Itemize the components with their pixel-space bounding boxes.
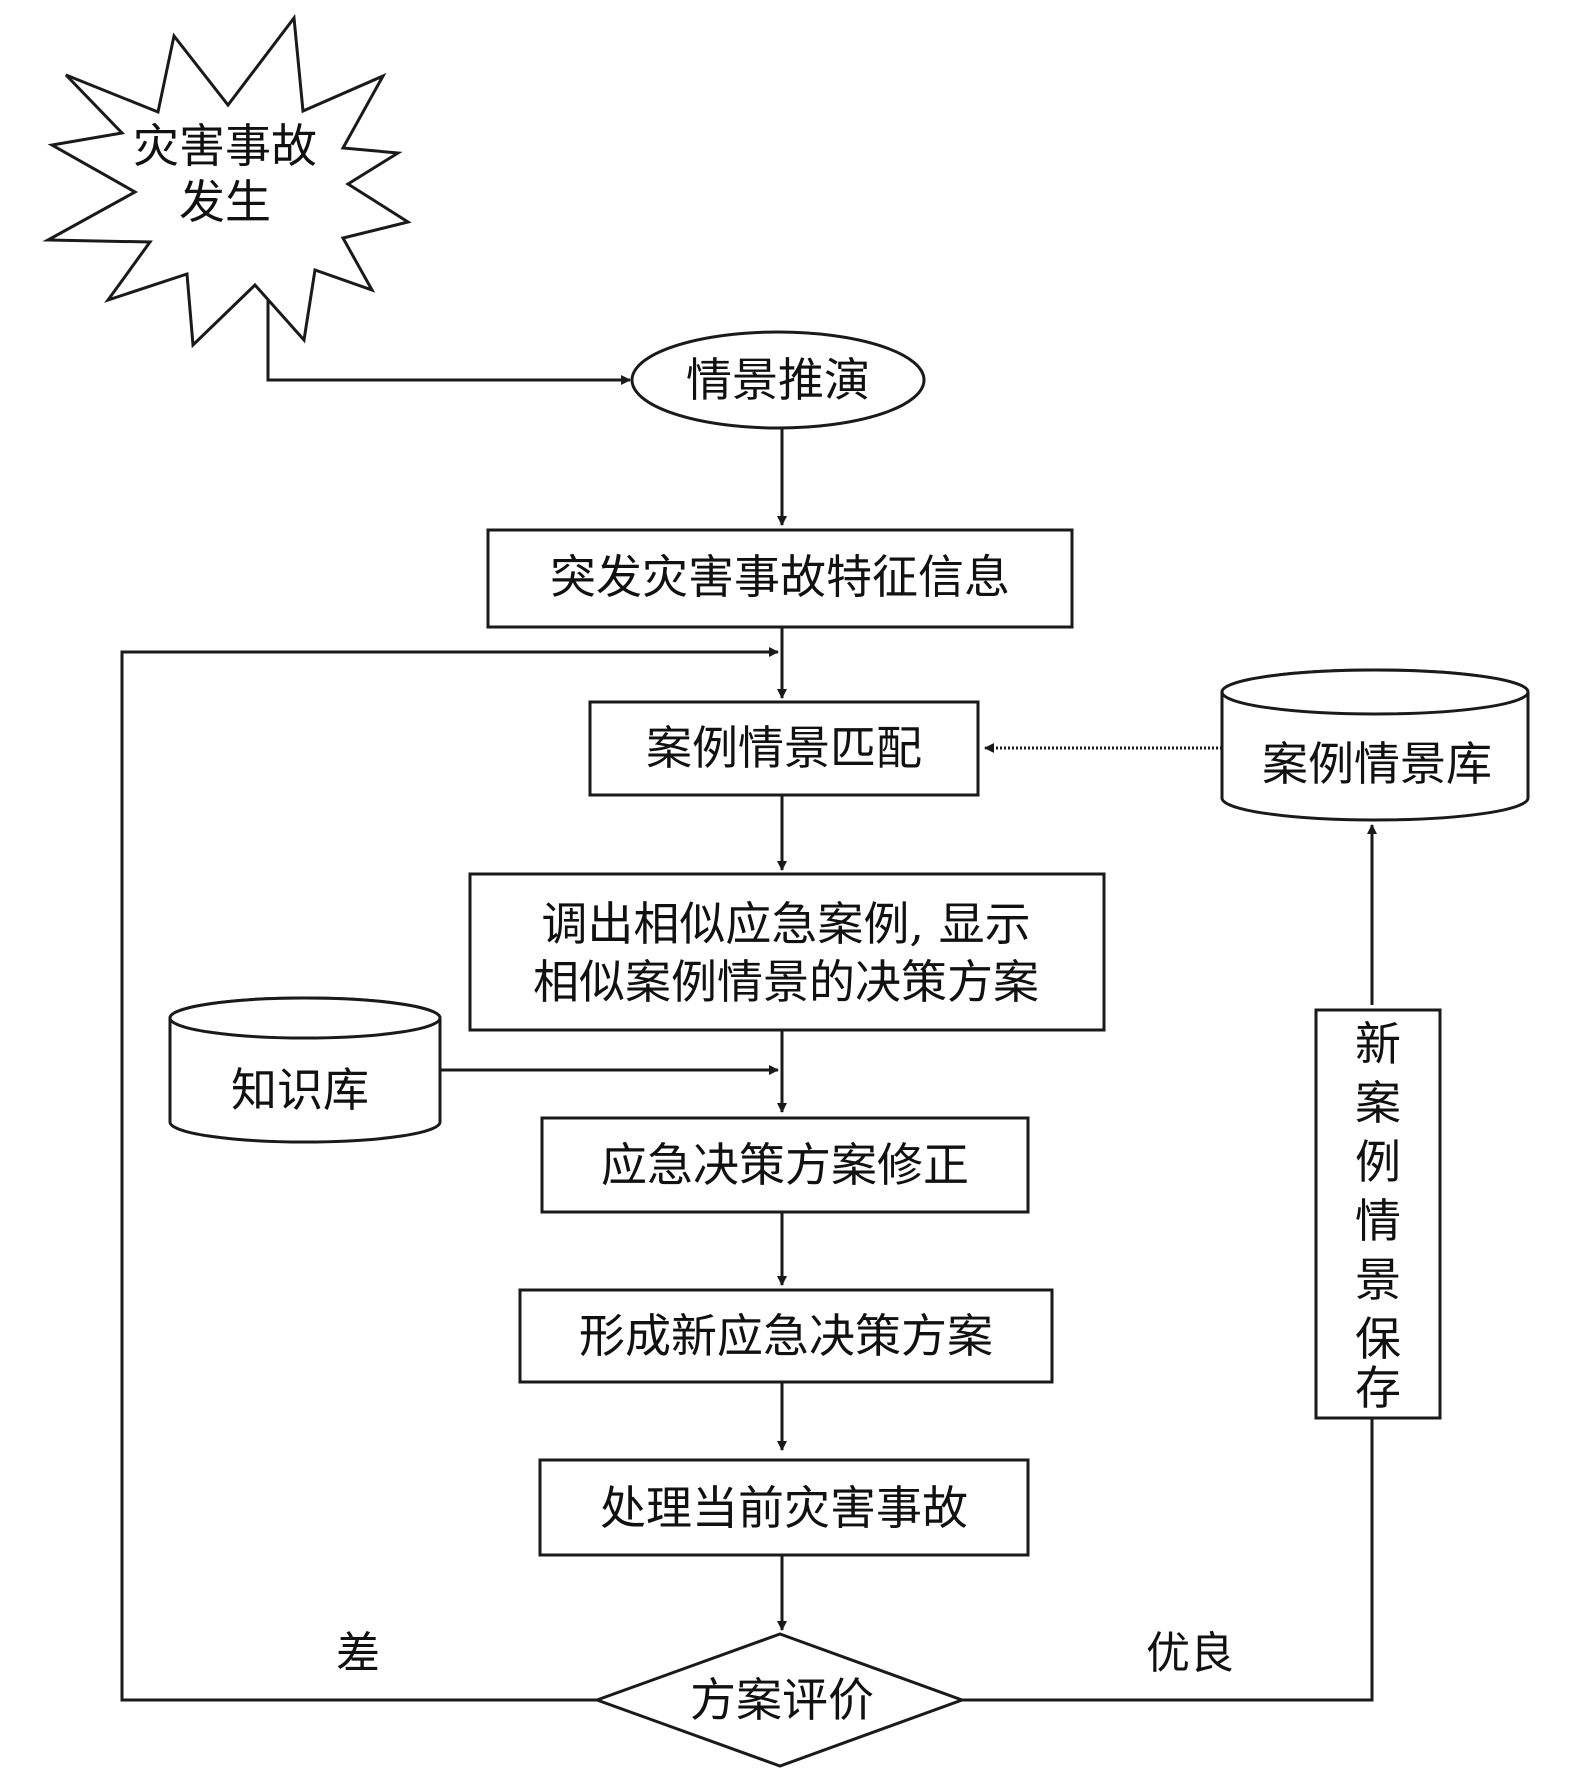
save-char-2: 例 <box>1355 1135 1401 1189</box>
knowledge-base-label: 知识库 <box>231 1063 369 1117</box>
handle-accident-node: 处理当前灾害事故 <box>538 1458 1030 1557</box>
new-plan-node: 形成新应急决策方案 <box>518 1288 1054 1384</box>
save-char-0: 新 <box>1355 1017 1401 1071</box>
edge-start-to-scenario <box>266 295 631 385</box>
save-char-4: 景 <box>1355 1253 1401 1307</box>
case-library-node: 案例情景库 <box>1220 668 1530 822</box>
feature-info-label: 突发灾害事故特征信息 <box>550 550 1010 604</box>
save-char-5: 保 <box>1355 1312 1401 1366</box>
plan-evaluation-label: 方案评价 <box>690 1673 874 1727</box>
save-char-1: 案 <box>1355 1076 1401 1130</box>
plan-evaluation-node: 方案评价 <box>592 1632 967 1768</box>
scenario-deduction-label: 情景推演 <box>686 353 870 407</box>
edge-label-poor: 差 <box>336 1628 380 1679</box>
save-char-3: 情 <box>1355 1194 1401 1248</box>
case-matching-node: 案例情景匹配 <box>588 700 980 797</box>
edge-evaluation-good <box>962 1418 1374 1702</box>
knowledge-base-node: 知识库 <box>168 996 442 1144</box>
start-label-line2: 发生 <box>179 175 271 229</box>
retrieve-cases-line2: 相似案例情景的决策方案 <box>533 955 1039 1009</box>
plan-revision-node: 应急决策方案修正 <box>540 1116 1030 1214</box>
feature-info-node: 突发灾害事故特征信息 <box>486 528 1074 629</box>
new-plan-label: 形成新应急决策方案 <box>579 1309 993 1363</box>
handle-accident-label: 处理当前灾害事故 <box>600 1481 968 1535</box>
case-library-label: 案例情景库 <box>1262 737 1492 791</box>
retrieve-cases-line1: 调出相似应急案例, 显示 <box>541 897 1030 951</box>
scenario-deduction-node: 情景推演 <box>630 330 926 430</box>
edge-label-good: 优良 <box>1146 1628 1234 1679</box>
retrieve-cases-node: 调出相似应急案例, 显示 相似案例情景的决策方案 <box>468 872 1106 1032</box>
save-char-6: 存 <box>1355 1361 1401 1415</box>
explosion-shape <box>42 14 412 349</box>
save-new-case-node: 新 案 例 情 景 保 存 <box>1314 1008 1442 1420</box>
start-event: 灾害事故 发生 <box>42 14 412 349</box>
case-matching-label: 案例情景匹配 <box>646 721 922 775</box>
plan-revision-label: 应急决策方案修正 <box>601 1138 969 1192</box>
edge-evaluation-poor-loop <box>120 647 779 1702</box>
start-label-line1: 灾害事故 <box>133 119 317 173</box>
